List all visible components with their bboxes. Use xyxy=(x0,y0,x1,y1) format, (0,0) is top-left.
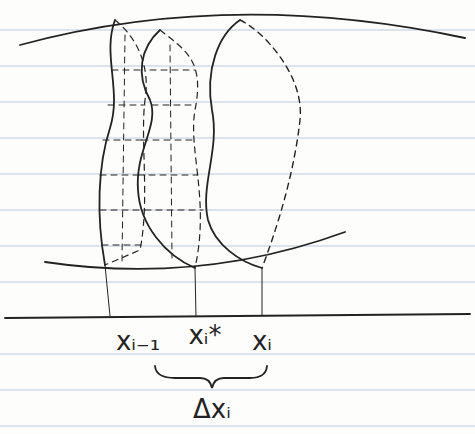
top-curve xyxy=(20,15,465,45)
drop-line xyxy=(262,268,263,315)
drop-line xyxy=(195,268,196,316)
drop-line xyxy=(105,265,110,316)
slice-edge xyxy=(138,30,195,268)
slice-edge xyxy=(206,20,262,268)
slice-hidden-edge xyxy=(240,20,300,268)
hatching xyxy=(100,35,145,262)
interval-width: Δxᵢ xyxy=(193,396,231,422)
hatching xyxy=(138,45,203,258)
x-axis xyxy=(5,314,470,318)
axis-point-label: xᵢ₋₁ xyxy=(116,328,160,354)
slice-hidden-edge xyxy=(105,20,146,265)
axis-point-label: xᵢ* xyxy=(188,322,221,348)
ink xyxy=(5,15,470,388)
notebook-lines xyxy=(0,30,475,426)
axis-point-label: xᵢ xyxy=(252,328,272,354)
slice-hidden-edge xyxy=(160,30,200,268)
brace xyxy=(155,366,267,388)
slice-edge xyxy=(99,20,115,265)
bottom-curve xyxy=(45,232,345,269)
